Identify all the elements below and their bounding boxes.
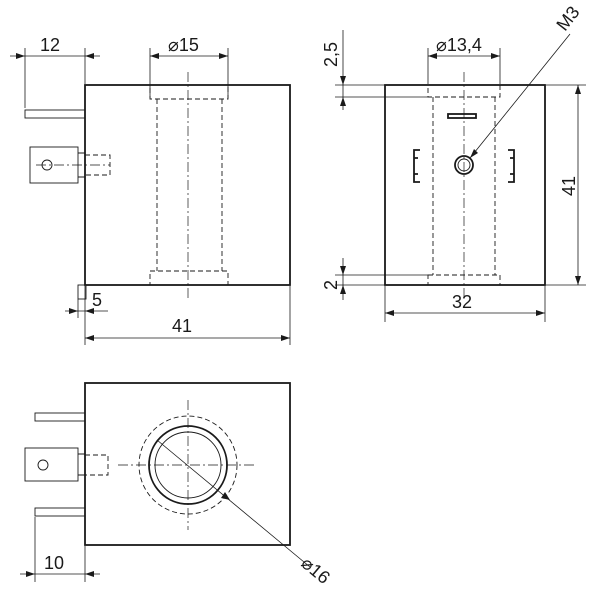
side-screw-hole bbox=[454, 155, 474, 175]
side-dim-32-arrow-left bbox=[385, 310, 394, 316]
side-dim-134-arrow-left bbox=[428, 53, 437, 59]
top-bore-circle bbox=[148, 425, 228, 505]
side-dim-41-label: 41 bbox=[559, 176, 579, 196]
front-flange-stub bbox=[77, 284, 87, 300]
side-dim-m3-label: M3 bbox=[552, 2, 583, 34]
side-clip-right bbox=[508, 149, 515, 183]
top-dim-10-arrow-right bbox=[85, 571, 94, 577]
front-terminal-main-neck bbox=[78, 152, 85, 178]
front-dim-41-arrow-left bbox=[85, 335, 94, 341]
top-coil-body bbox=[84, 382, 291, 546]
side-dim-2-arrow-top bbox=[340, 266, 346, 275]
top-bore-inner-circle bbox=[154, 431, 222, 499]
front-dim-12-arrow-left bbox=[16, 53, 25, 59]
front-view: 12 ⌀15 5 41 bbox=[10, 35, 291, 345]
front-bore-top-hidden bbox=[149, 84, 229, 100]
top-view: ⌀16 10 bbox=[20, 382, 334, 588]
top-terminal-main bbox=[24, 447, 79, 482]
front-dim-12-arrow-right bbox=[85, 53, 94, 59]
side-dim-25-arrow-bottom bbox=[340, 97, 346, 106]
side-dim-41-arrow-top bbox=[575, 85, 581, 94]
front-terminal-upper bbox=[24, 109, 86, 119]
top-terminal-lower bbox=[34, 507, 86, 517]
front-coil-body bbox=[84, 84, 291, 286]
top-outer-hidden-circle bbox=[138, 415, 238, 515]
top-terminal-hole bbox=[37, 459, 49, 471]
front-dim-15-arrow-right bbox=[219, 53, 228, 59]
side-dim-2-label: 2 bbox=[321, 280, 341, 290]
side-view: 2,5 ⌀13,4 M3 41 2 32 bbox=[321, 2, 586, 322]
side-dim-134-label: ⌀13,4 bbox=[436, 35, 482, 55]
side-dim-m3-leader bbox=[469, 33, 571, 159]
side-screw-hole-inner bbox=[457, 158, 471, 172]
top-terminal-hidden bbox=[85, 454, 109, 476]
side-clip-left bbox=[413, 149, 420, 183]
top-dim-10-label: 10 bbox=[44, 553, 64, 573]
front-dim-5-arrow-right bbox=[85, 308, 94, 314]
front-dim-5-label: 5 bbox=[92, 290, 102, 310]
top-dim-16-leader bbox=[156, 439, 311, 568]
front-dim-5-arrow-left bbox=[69, 308, 78, 314]
side-dim-25-arrow-top bbox=[340, 76, 346, 85]
side-dim-2-arrow-bottom bbox=[340, 285, 346, 294]
side-dim-32-arrow-right bbox=[536, 310, 545, 316]
top-dim-16-arrow bbox=[221, 492, 230, 500]
side-slot bbox=[447, 113, 477, 119]
front-dim-41-label: 41 bbox=[172, 316, 192, 336]
front-dim-12-label: 12 bbox=[40, 35, 60, 55]
side-dim-134-arrow-right bbox=[491, 53, 500, 59]
front-dim-15-arrow-left bbox=[150, 53, 159, 59]
front-terminal-hidden bbox=[85, 154, 111, 176]
top-dim-16-label: ⌀16 bbox=[297, 553, 333, 588]
top-dim-10-arrow-left bbox=[26, 571, 35, 577]
side-dim-32-label: 32 bbox=[452, 292, 472, 312]
front-bore-bottom-hidden bbox=[149, 270, 229, 286]
side-dim-25-label: 2,5 bbox=[321, 42, 341, 67]
top-terminal-upper bbox=[34, 412, 86, 422]
side-coil-body bbox=[384, 84, 546, 286]
front-dim-15-label: ⌀15 bbox=[168, 35, 199, 55]
side-dim-m3-arrow bbox=[470, 149, 478, 158]
top-terminal-main-neck bbox=[78, 453, 85, 476]
front-dim-41-arrow-right bbox=[281, 335, 290, 341]
side-dim-41-arrow-bottom bbox=[575, 276, 581, 285]
